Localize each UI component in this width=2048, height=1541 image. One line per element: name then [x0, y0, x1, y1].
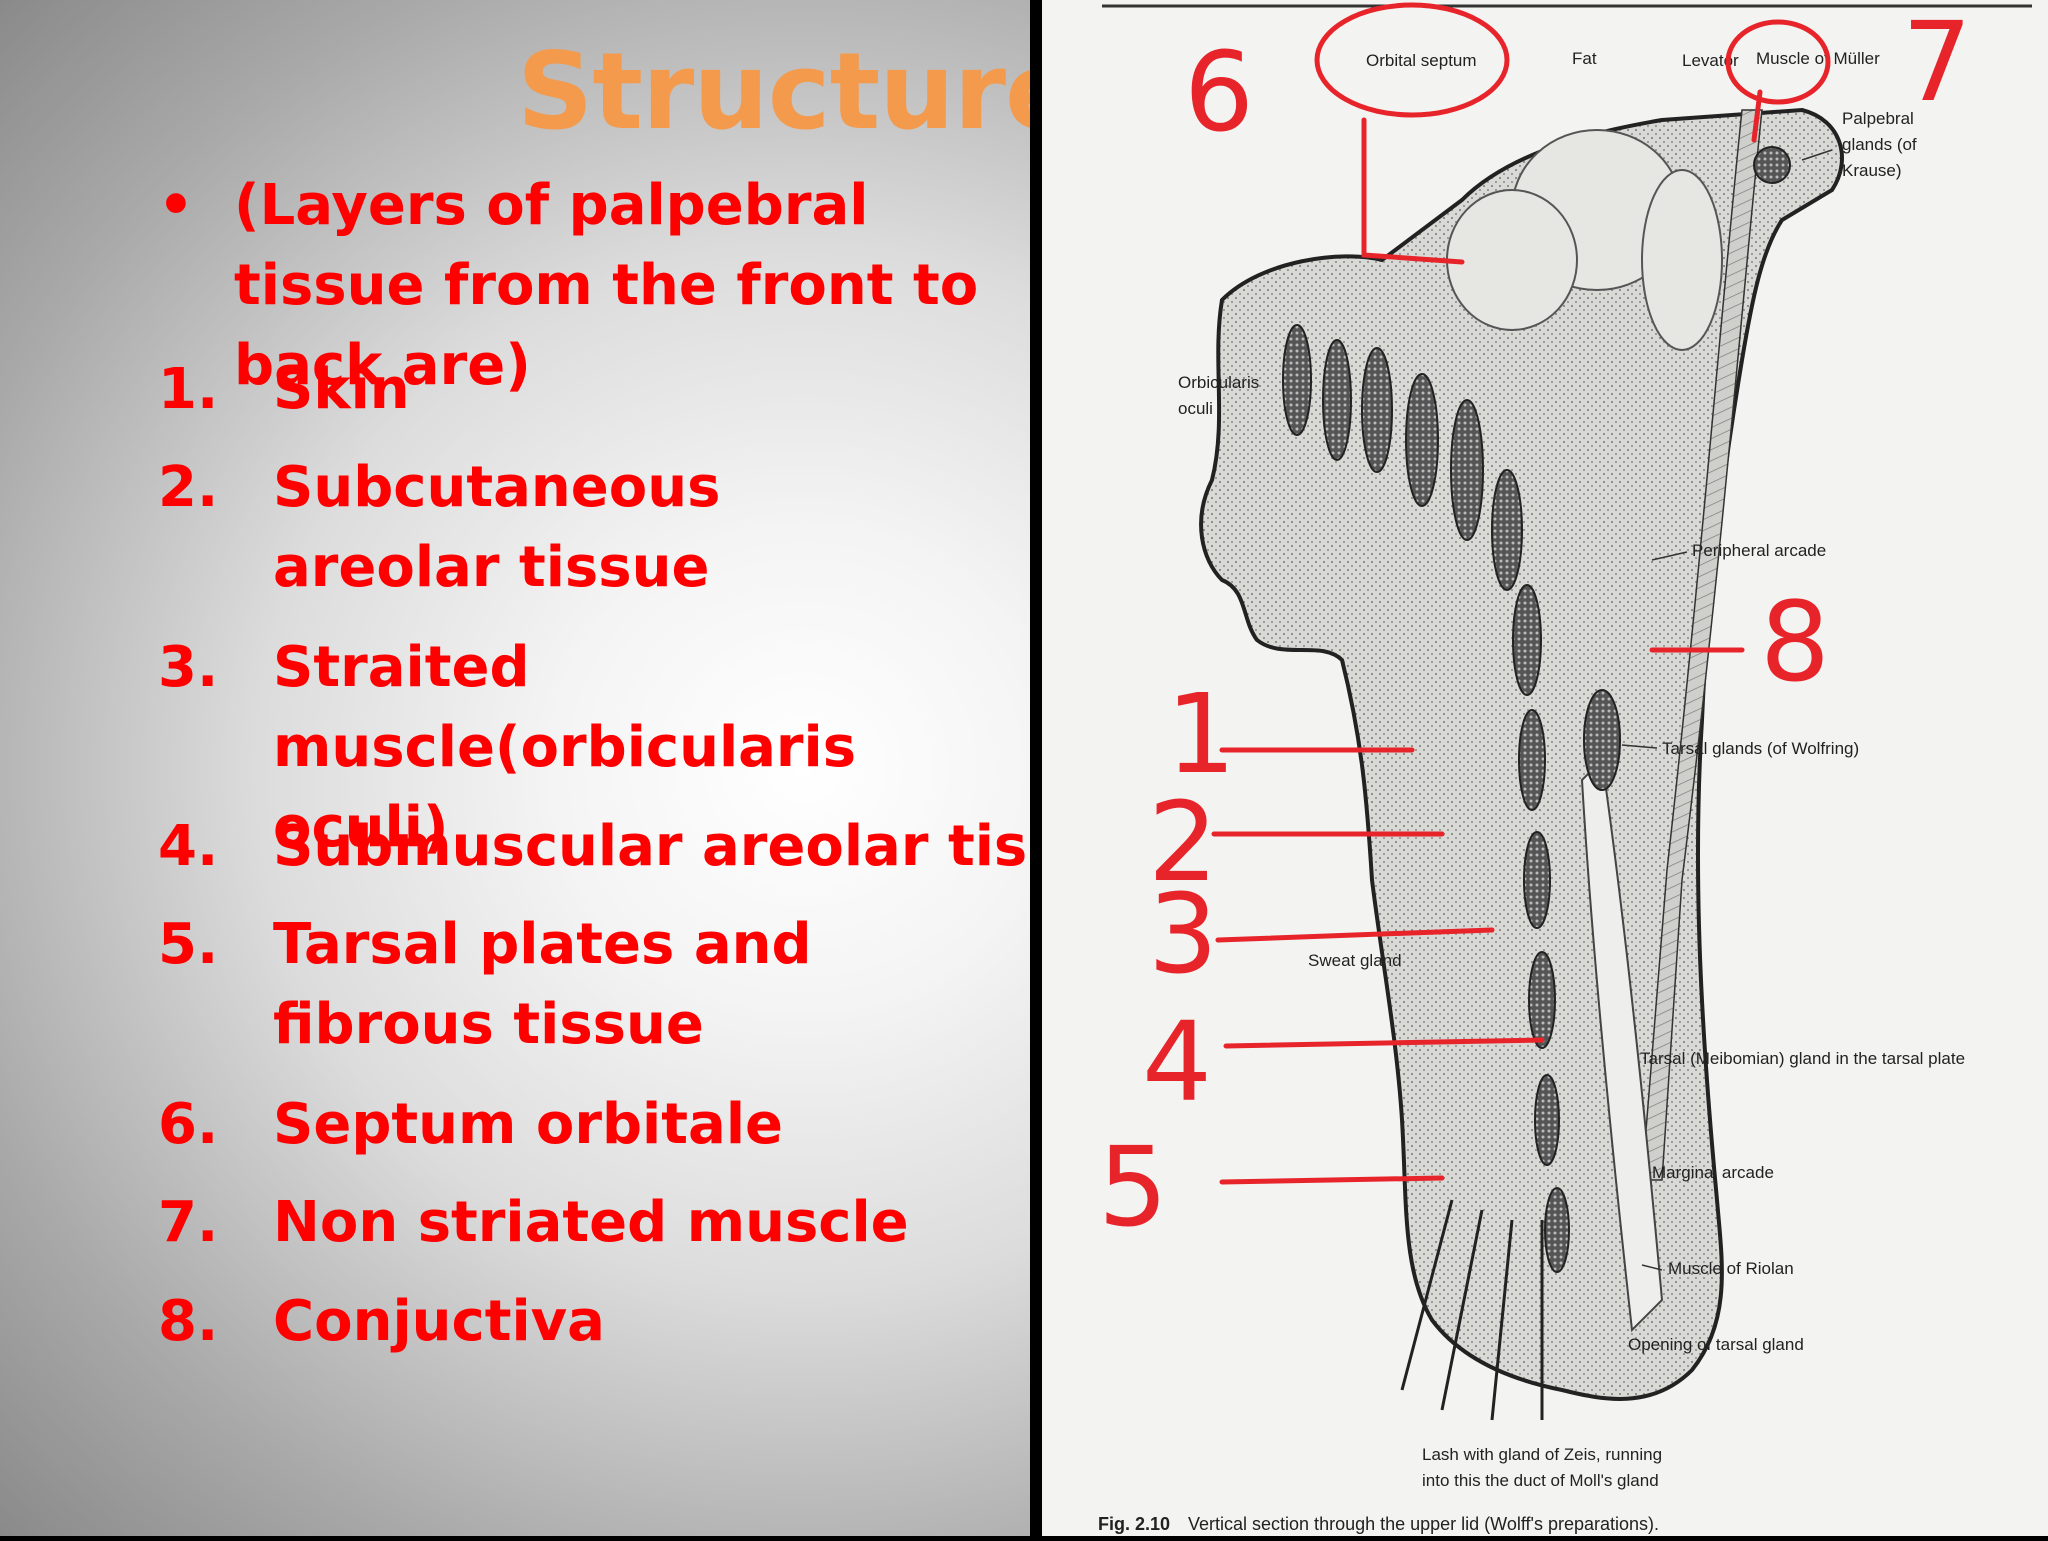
list-item-number: 5.: [158, 912, 219, 977]
eyelash: [1440, 1209, 1484, 1411]
list-item-number: 7.: [158, 1190, 219, 1255]
annotation-number-3: 3: [1148, 870, 1218, 998]
list-item-label: Tarsal plates and fibrous tissue: [273, 912, 812, 1057]
eyelash: [1400, 1199, 1454, 1391]
eyelid-section-diagram: Orbital septum Fat Levator Muscle of Mül…: [1098, 0, 2032, 1534]
eyelid-figure-panel: Orbital septum Fat Levator Muscle of Mül…: [1042, 0, 2048, 1536]
leader-line: [1621, 744, 1658, 749]
annotation-number-8: 8: [1760, 578, 1830, 706]
panel-divider: [1030, 0, 1042, 1536]
list-item-label: Straited muscle(orbicularis oculi): [273, 635, 857, 860]
annotation-number-5: 5: [1098, 1123, 1168, 1251]
label-sweat-gland: Sweat gland: [1308, 951, 1402, 970]
label-opening-tarsal-gland: Opening of tarsal gland: [1628, 1335, 1804, 1354]
list-item-number: 4.: [158, 814, 219, 879]
annotation-circle-muller: [1725, 19, 1831, 105]
list-item-label: Skin: [273, 357, 410, 422]
list-item-label: Submuscular areolar tissue: [273, 814, 1139, 879]
orbicularis-bundle: [1361, 347, 1393, 473]
list-item-label: Subcutaneous areolar tissue: [273, 455, 721, 600]
label-marginal-arcade: Marginal arcade: [1652, 1163, 1774, 1182]
list-item-number: 6.: [158, 1092, 219, 1157]
orbicularis-bundle: [1544, 1187, 1570, 1273]
list-item-number: 3.: [158, 635, 219, 700]
figure-caption-text: Vertical section through the upper lid (…: [1188, 1514, 1659, 1534]
list-item-number: 8.: [158, 1289, 219, 1354]
label-fat: Fat: [1572, 49, 1597, 68]
orbicularis-bundle: [1491, 469, 1523, 591]
leader-line: [1801, 149, 1833, 161]
leader-line: [1651, 551, 1688, 561]
intro-text: (Layers of palpebral tissue from the fro…: [234, 173, 979, 398]
wolfring-gland: [1583, 689, 1621, 791]
annotation-number-7: 7: [1902, 0, 1972, 126]
label-orbicularis-line1: Orbicularis: [1178, 373, 1259, 392]
label-orbital-septum: Orbital septum: [1366, 51, 1477, 70]
orbicularis-bundle: [1523, 831, 1551, 929]
list-item-number: 2.: [158, 455, 219, 520]
bullet-icon: •: [158, 173, 194, 238]
orbicularis-bundle: [1322, 339, 1352, 461]
orbicularis-bundle: [1528, 951, 1556, 1049]
annotation-line-4: [1223, 1037, 1545, 1049]
label-levator: Levator: [1682, 51, 1739, 70]
label-peripheral-arcade: Peripheral arcade: [1692, 541, 1826, 560]
list-item-label: Non striated muscle: [273, 1190, 909, 1255]
orbicularis-bundle: [1282, 324, 1312, 436]
fat-lobule: [1446, 189, 1578, 331]
annotation-number-6: 6: [1184, 28, 1254, 156]
leader-line: [1641, 1264, 1663, 1271]
orbicularis-bundle: [1450, 399, 1484, 541]
annotation-line-5: [1219, 1175, 1445, 1185]
annotation-number-1: 1: [1166, 670, 1236, 798]
list-item-label: Septum orbitale: [273, 1092, 783, 1157]
label-palpebral-glands-line1: Palpebral: [1842, 109, 1914, 128]
label-tarsal-glands-wolfring: Tarsal glands (of Wolfring): [1662, 739, 1859, 758]
slide-text-panel: Structure • (Layers of palpebral tissue …: [0, 0, 1138, 1536]
annotation-circle-orbital-septum: [1314, 2, 1510, 118]
label-palpebral-glands-line3: Krause): [1842, 161, 1902, 180]
label-lash-line1: Lash with gland of Zeis, running: [1422, 1445, 1662, 1464]
orbicularis-bundle: [1518, 709, 1546, 811]
annotation-line-3: [1215, 927, 1495, 943]
annotation-number-2: 2: [1148, 778, 1218, 906]
label-tarsal-meibomian-gland: Tarsal (Meibomian) gland in the tarsal p…: [1640, 1049, 1965, 1068]
orbicularis-bundle: [1512, 584, 1542, 696]
orbicularis-bundle: [1534, 1074, 1560, 1166]
figure-caption-number: Fig. 2.10: [1098, 1514, 1170, 1534]
tarsal-plate: [1580, 757, 1664, 1333]
krause-gland: [1753, 146, 1791, 184]
label-orbicularis-line2: oculi: [1178, 399, 1213, 418]
eyelash: [1490, 1219, 1514, 1421]
label-muscle-of-muller: Muscle of Müller: [1756, 49, 1880, 68]
list-item-number: 1.: [158, 357, 219, 422]
annotation-number-4: 4: [1142, 998, 1212, 1126]
annotation-line-6: [1361, 117, 1465, 265]
slide-title: Structure: [517, 30, 1077, 153]
annotation-line-7: [1751, 89, 1763, 143]
list-item-label: Conjuctiva: [273, 1289, 605, 1354]
label-lash-line2: into this the duct of Moll's gland: [1422, 1471, 1659, 1490]
fat-lobule: [1641, 169, 1723, 351]
label-muscle-of-riolan: Muscle of Riolan: [1668, 1259, 1794, 1278]
label-palpebral-glands-line2: glands (of: [1842, 135, 1917, 154]
orbicularis-bundle: [1405, 373, 1439, 507]
